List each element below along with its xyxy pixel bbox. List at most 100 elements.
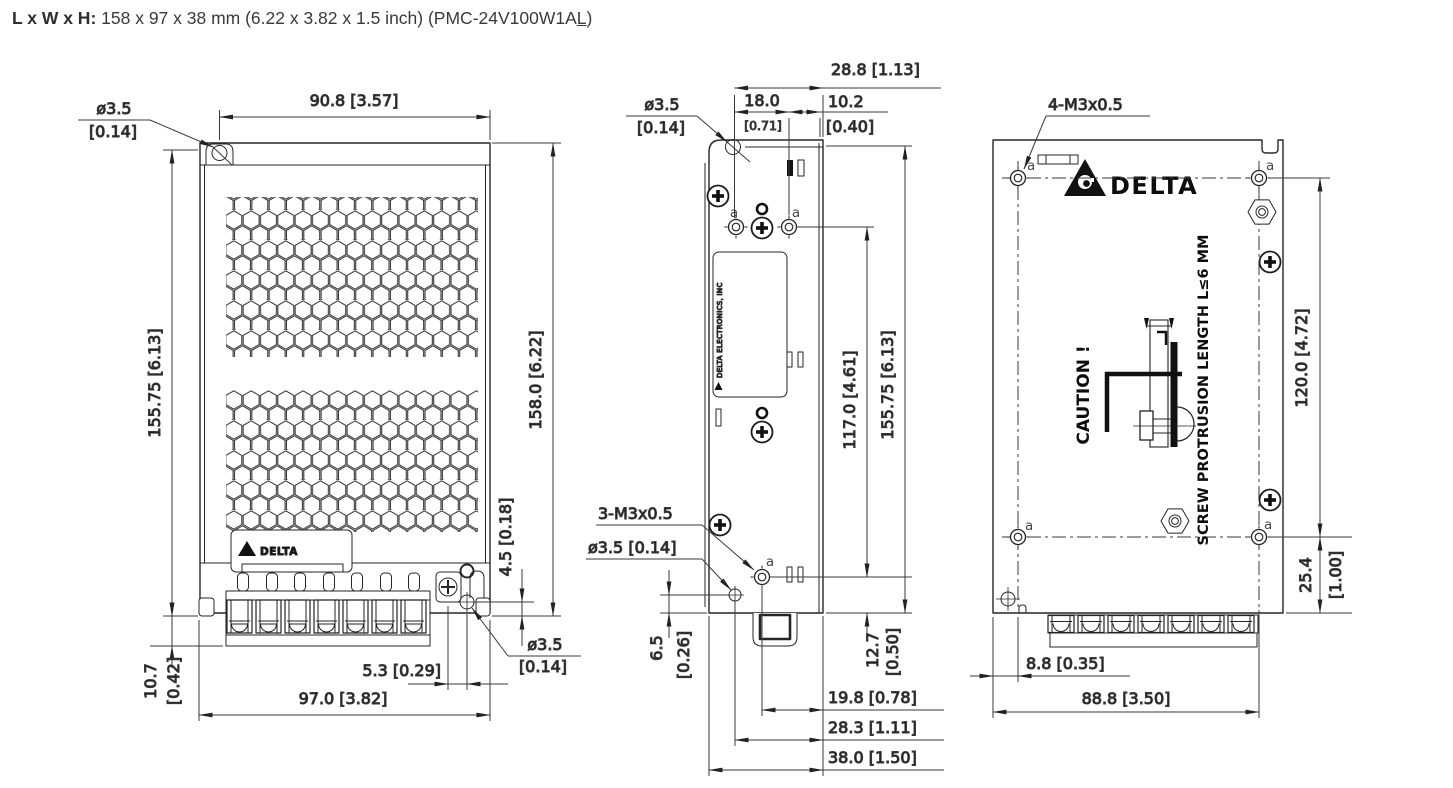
foot-right: [475, 597, 491, 617]
hole-marker-a: a: [792, 205, 800, 221]
caution-figure: CAUTION ! SCREW PROTRUSION LENGTH L≤6 MM: [1074, 235, 1212, 546]
dim-chain-c: 38.0 [1.50]: [828, 748, 917, 767]
mounting-hole-top-icon: [211, 145, 228, 161]
vent-slot: [797, 566, 804, 583]
terminal-cell: [1197, 614, 1225, 634]
dim-hole-base: 12.7: [863, 632, 882, 668]
potentiometer-screw-icon: [438, 577, 458, 597]
terminal-cell: [284, 599, 311, 634]
dims-value: 158 x 97 x 38 mm (6.22 x 3.82 x 1.5 inch…: [96, 8, 577, 28]
front-logo-text: DELTA: [260, 546, 298, 558]
dim-hole-dia-in: [0.14]: [89, 122, 137, 141]
dim-depth-total: 28.8 [1.13]: [831, 60, 920, 79]
vent-slot: [787, 160, 793, 176]
dim-hole-edge-in: [0.26]: [674, 631, 693, 679]
dim-pot-offset: 5.3 [0.29]: [362, 661, 441, 680]
paren: ): [586, 8, 593, 28]
dim-hole2: ø3.5 [0.14]: [588, 538, 676, 557]
terminal-area: [198, 563, 491, 647]
dim-top-width: 90.8 [3.57]: [310, 91, 399, 110]
corner-bracket: [469, 570, 485, 598]
back-dimensions: 4-M3x0.5 120.0 [4.72] 25.4 [1.00] 8.8 [0…: [970, 95, 1352, 718]
side-dimensions: ø3.5 [0.14] 28.8 [1.13] 18.0 [0.71] 10.2…: [586, 60, 944, 776]
din-rail-clip: [752, 613, 798, 647]
vent-slot: [797, 351, 804, 368]
terminal-cell: [1077, 614, 1105, 634]
dim-height-right: 158.0 [6.22]: [526, 331, 545, 430]
hex-nut-icon: [1160, 508, 1190, 534]
terminal-cell: [1137, 614, 1165, 634]
hole-marker-a: a: [1027, 158, 1035, 174]
thread-spec-label: 4-M3x0.5: [1048, 95, 1123, 114]
corner-hole-cross: [996, 587, 1020, 611]
vent-grille-lower: [226, 390, 478, 532]
terminal-cell: [1107, 614, 1135, 634]
terminal-cell: [342, 599, 369, 634]
dim-chain-a: 19.8 [0.78]: [828, 688, 917, 707]
bottom-hole: [726, 586, 744, 604]
dim-body-height: 155.75 [6.13]: [878, 330, 897, 439]
hole-marker-a: a: [1025, 518, 1033, 534]
terminal-cell: [313, 599, 340, 634]
terminal-cell: [1047, 614, 1075, 634]
dim-hole-edge: 8.8 [0.35]: [1026, 654, 1105, 673]
back-outline: [992, 139, 1284, 614]
dim-chain-b: 28.3 [1.11]: [828, 718, 917, 737]
dim-bottom-width: 97.0 [3.82]: [299, 689, 388, 708]
phillips-screw-icon: [705, 183, 731, 209]
hex-nut-icon: [1247, 199, 1277, 225]
dim-led-offset: 4.5 [0.18]: [496, 498, 515, 577]
delta-triangle-icon: [238, 541, 256, 556]
dim-holes-span-v: 120.0 [4.72]: [1292, 309, 1311, 408]
caution-title: CAUTION !: [1074, 345, 1094, 444]
dim-base-height-in: [0.42]: [164, 657, 183, 705]
dim-base-offset: 25.4: [1296, 557, 1315, 593]
dim-hole-dia-in: [0.14]: [637, 118, 685, 137]
side-view: a a DELTA ELECTRONICS, INC a ø3.5: [586, 60, 944, 776]
phillips-screw-icon: [707, 512, 733, 538]
dim-hole-dia: ø3.5: [644, 95, 679, 114]
delta-logo: DELTA: [1064, 159, 1198, 200]
front-dimensions: ø3.5 [0.14] 90.8 [3.57] 155.75 [6.13] 10…: [78, 91, 581, 721]
dim-hole-base-in: [0.50]: [883, 628, 902, 676]
side-label-text: DELTA ELECTRONICS, INC: [716, 282, 724, 378]
vent-slot: [797, 159, 805, 177]
side-label-plate: DELTA ELECTRONICS, INC: [712, 251, 788, 398]
dim-hole-front-in: [0.71]: [744, 118, 782, 133]
thread-spec-label: 3-M3x0.5: [598, 504, 673, 523]
back-terminal-block: [1047, 614, 1259, 648]
pin-hole-icon: [755, 202, 769, 216]
bottom-notch: [1018, 604, 1027, 613]
hole-marker-a: a: [766, 554, 774, 570]
terminal-cell: [1227, 614, 1255, 634]
terminal-cell: [255, 599, 282, 634]
back-view: DELTA a a a a CAUTIO: [970, 95, 1352, 718]
foot-left: [198, 597, 215, 617]
mounting-hole-top-icon: [725, 139, 741, 155]
dim-hole-back: 10.2: [828, 92, 864, 111]
terminal-cell: [400, 599, 427, 634]
vent-slot: [786, 566, 793, 583]
front-logo-plate: DELTA: [230, 529, 353, 573]
dim-holes-span: 117.0 [4.61]: [840, 351, 859, 450]
dim-hole2-dia-in: [0.14]: [519, 657, 567, 676]
dim-hole2-dia: ø3.5: [527, 635, 562, 654]
back-logo-text: DELTA: [1110, 172, 1198, 200]
vent-slot: [786, 351, 793, 368]
pin-hole-icon: [755, 406, 769, 420]
dim-base-offset-in: [1.00]: [1326, 551, 1345, 599]
led-indicator-icon: [459, 563, 475, 579]
terminal-cell: [1167, 614, 1195, 634]
dims-label: L x W x H:: [12, 8, 97, 28]
caution-note: SCREW PROTRUSION LENGTH L≤6 MM: [1196, 235, 1212, 546]
dim-hole-back-in: [0.40]: [826, 117, 874, 136]
page-title: L x W x H: 158 x 97 x 38 mm (6.22 x 3.82…: [12, 8, 592, 29]
vent-slot: [715, 408, 722, 427]
terminal-cell: [371, 599, 398, 634]
dim-hole-edge: 6.5: [647, 635, 666, 660]
hole-marker-a: a: [1266, 158, 1274, 174]
phillips-screw-icon: [749, 215, 775, 241]
phillips-screw-icon: [749, 419, 775, 445]
